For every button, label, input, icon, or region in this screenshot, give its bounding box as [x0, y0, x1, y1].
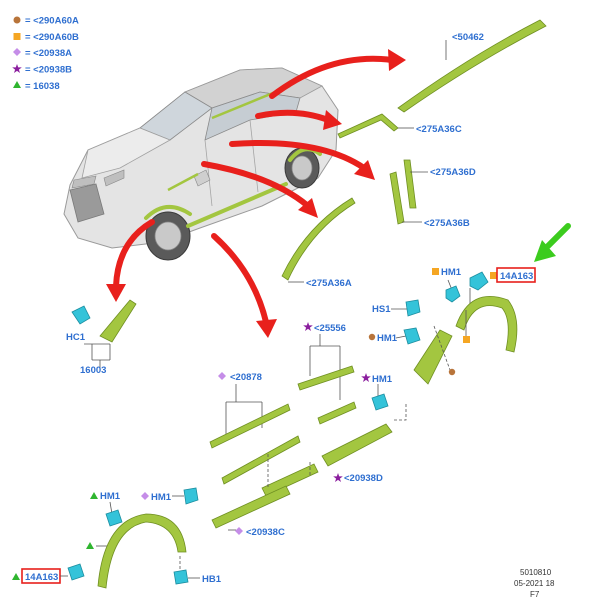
label-275A36B: <275A36B	[424, 218, 470, 229]
red-arrow-head	[354, 160, 375, 180]
part-16003	[99, 299, 137, 343]
label-hc1: HC1	[66, 332, 86, 343]
strip-20938D	[321, 423, 393, 467]
upper-parts: <50462 <275A36C <275A36D <275A36B <275A3…	[281, 19, 547, 289]
clip-hm1-top	[445, 285, 461, 303]
legend-triangle-marker	[13, 81, 21, 88]
red-arrow-head	[256, 319, 277, 338]
red-arrow	[269, 55, 395, 99]
label-hm1-left: HM1	[100, 491, 121, 502]
part-275A36B	[389, 171, 405, 225]
legend-text: = 16038	[25, 81, 60, 92]
label-50462: <50462	[452, 32, 484, 43]
label-hm1-top: HM1	[441, 267, 462, 278]
footer-info: 5010810 05-2021 18 F7	[514, 568, 555, 599]
callout-box-top	[496, 267, 536, 283]
label-14A163-bottom: 14A163	[25, 572, 58, 583]
footer-date: 05-2021 18	[514, 579, 555, 588]
label-hm1-mid: HM1	[377, 333, 398, 344]
label-14A163-top: 14A163	[500, 271, 533, 282]
red-arrow-head	[388, 49, 406, 71]
red-arrow-head	[298, 198, 318, 218]
label-20878: <20878	[230, 372, 262, 383]
legend-text: = <20938A	[25, 48, 72, 59]
strip-lower-mid	[261, 463, 319, 497]
label-hb1: HB1	[202, 574, 222, 585]
rear-arch-group: HM1 14A163 HS1 HM1	[368, 267, 536, 385]
label-hs1: HS1	[372, 304, 391, 315]
strip-upper-b	[317, 401, 357, 425]
red-arrow	[229, 140, 367, 171]
clip-hc1	[71, 305, 91, 325]
legend-diamond-marker	[13, 48, 21, 56]
strip-20938C	[211, 485, 291, 529]
clip-hm1-mid	[403, 327, 421, 345]
legend-text: = <20938B	[25, 65, 72, 76]
red-arrow	[201, 161, 311, 209]
label-25556: <25556	[314, 323, 346, 334]
label-16003: 16003	[80, 365, 106, 376]
footer-page: F7	[530, 590, 540, 599]
legend-text: = <290A60B	[25, 32, 79, 43]
red-arrow	[255, 109, 331, 123]
part-275A36D	[403, 159, 417, 209]
strip-upper-a	[297, 365, 355, 391]
clip-14A163-bottom	[67, 563, 85, 581]
clip-hm1-left2	[183, 487, 199, 505]
clip-hb1	[173, 569, 189, 585]
legend-text: = <290A60A	[25, 16, 79, 27]
clip-hm1-left	[105, 509, 123, 527]
legend: = <290A60A = <290A60B = <20938A = <20938…	[12, 16, 79, 92]
label-20938D: <20938D	[344, 473, 383, 484]
front-arch-group: HM1 HM1 14A163 HB1	[12, 487, 222, 589]
clip-hm1-center	[371, 393, 389, 411]
footer-code: 5010810	[520, 568, 552, 577]
red-arrow	[211, 233, 269, 325]
part-rear-quarter	[413, 329, 453, 385]
green-pointer-arrow	[534, 223, 571, 262]
red-arrow-head	[323, 110, 342, 130]
label-275A36A: <275A36A	[306, 278, 352, 289]
legend-circle-marker	[13, 16, 21, 24]
strip-20878-a	[209, 403, 291, 449]
red-arrow-head	[106, 284, 126, 302]
label-20938C: <20938C	[246, 527, 285, 538]
label-275A36D: <275A36D	[430, 167, 476, 178]
side-strips-group: <25556 <20878 HM1 <20938D <20938C	[209, 322, 407, 538]
red-arrow	[113, 219, 155, 289]
part-275A36A	[281, 197, 356, 281]
part-275A36C	[337, 113, 399, 139]
red-arrows	[106, 49, 406, 338]
front-fender-group: HC1 16003	[66, 299, 137, 376]
part-rear-arch	[455, 296, 518, 353]
strip-20878-b	[221, 435, 301, 485]
label-hm1-left2: HM1	[151, 492, 172, 503]
label-hm1-center: HM1	[372, 374, 393, 385]
part-front-arch	[97, 513, 187, 589]
clip-hs1	[405, 299, 421, 317]
clip-14A163-top	[469, 271, 489, 291]
legend-star-marker	[12, 64, 22, 73]
label-275A36C: <275A36C	[416, 124, 462, 135]
part-50462	[397, 19, 547, 113]
legend-square-marker	[13, 33, 21, 40]
